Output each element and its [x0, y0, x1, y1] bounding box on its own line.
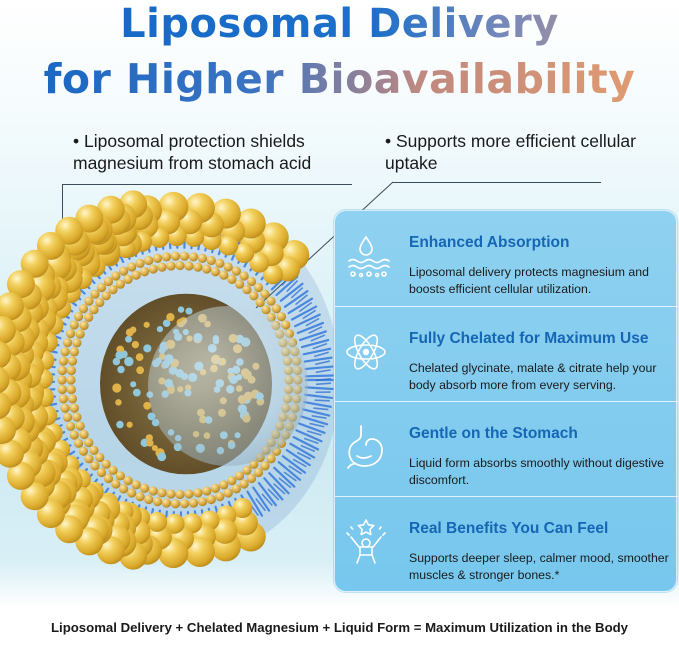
page-title-line-2: for Higher Bioavailability [0, 56, 679, 102]
feature-row-fully-chelated: Fully Chelated for Maximum Use Chelated … [335, 306, 678, 399]
feature-row-enhanced-absorption: Enhanced Absorption Liposomal delivery p… [335, 211, 678, 304]
footer-formula: Liposomal Delivery + Chelated Magnesium … [0, 619, 679, 637]
atom-icon [341, 327, 391, 377]
feature-row-real-benefits: Real Benefits You Can Feel Supports deep… [335, 496, 678, 589]
page-title-line-1: Liposomal Delivery [0, 2, 679, 46]
feature-title: Enhanced Absorption [409, 233, 674, 253]
liposome-illustration [0, 180, 340, 600]
callout-cellular-uptake: • Supports more efficient cellular uptak… [385, 130, 655, 174]
feature-row-gentle-stomach: Gentle on the Stomach Liquid form absorb… [335, 401, 678, 494]
feature-title: Gentle on the Stomach [409, 424, 674, 444]
feature-description: Liposomal delivery protects magnesium an… [409, 264, 677, 298]
feature-description: Supports deeper sleep, calmer mood, smoo… [409, 550, 677, 584]
droplet-absorption-icon [341, 231, 391, 281]
feature-title: Fully Chelated for Maximum Use [409, 329, 674, 349]
leader-line-right-horizontal [393, 182, 601, 183]
person-star-icon [341, 517, 391, 567]
feature-description: Liquid form absorbs smoothly without dig… [409, 455, 677, 489]
stomach-icon [341, 422, 391, 472]
feature-title: Real Benefits You Can Feel [409, 519, 674, 539]
feature-panel: Enhanced Absorption Liposomal delivery p… [334, 210, 677, 592]
feature-description: Chelated glycinate, malate & citrate hel… [409, 360, 677, 394]
callout-stomach-acid: • Liposomal protection shields magnesium… [73, 130, 363, 174]
